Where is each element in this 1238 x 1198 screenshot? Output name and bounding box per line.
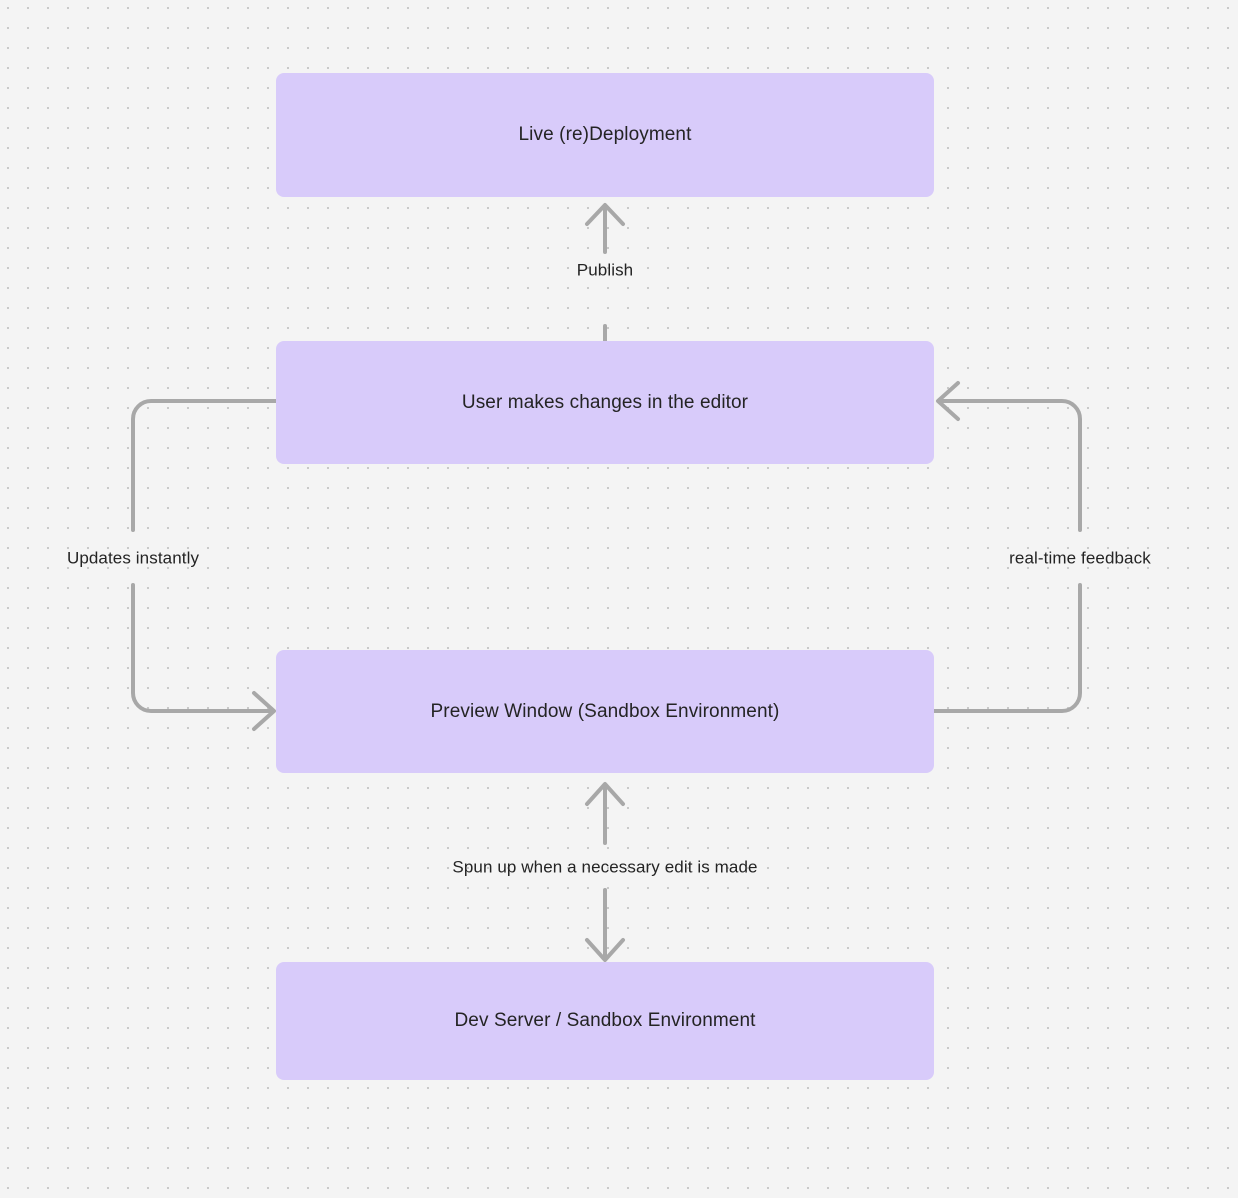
node-label: Preview Window (Sandbox Environment) xyxy=(430,700,780,722)
edge-label-real-time-feedback: real-time feedback xyxy=(1009,548,1151,568)
node-dev-server[interactable]: Dev Server / Sandbox Environment xyxy=(276,962,934,1080)
node-label: Dev Server / Sandbox Environment xyxy=(454,1010,756,1031)
edge-label-spun-up: Spun up when a necessary edit is made xyxy=(452,857,758,877)
edge-label-publish: Publish xyxy=(576,260,634,280)
node-live-deployment[interactable]: Live (re)Deployment xyxy=(276,73,934,197)
node-label: Live (re)Deployment xyxy=(518,124,692,145)
edge-real-time-feedback xyxy=(932,381,1082,713)
node-label: User makes changes in the editor xyxy=(461,391,749,413)
edge-label-updates-instantly: Updates instantly xyxy=(66,548,200,568)
node-user-edits[interactable]: User makes changes in the editor xyxy=(276,341,934,464)
node-preview-window[interactable]: Preview Window (Sandbox Environment) xyxy=(276,650,934,773)
